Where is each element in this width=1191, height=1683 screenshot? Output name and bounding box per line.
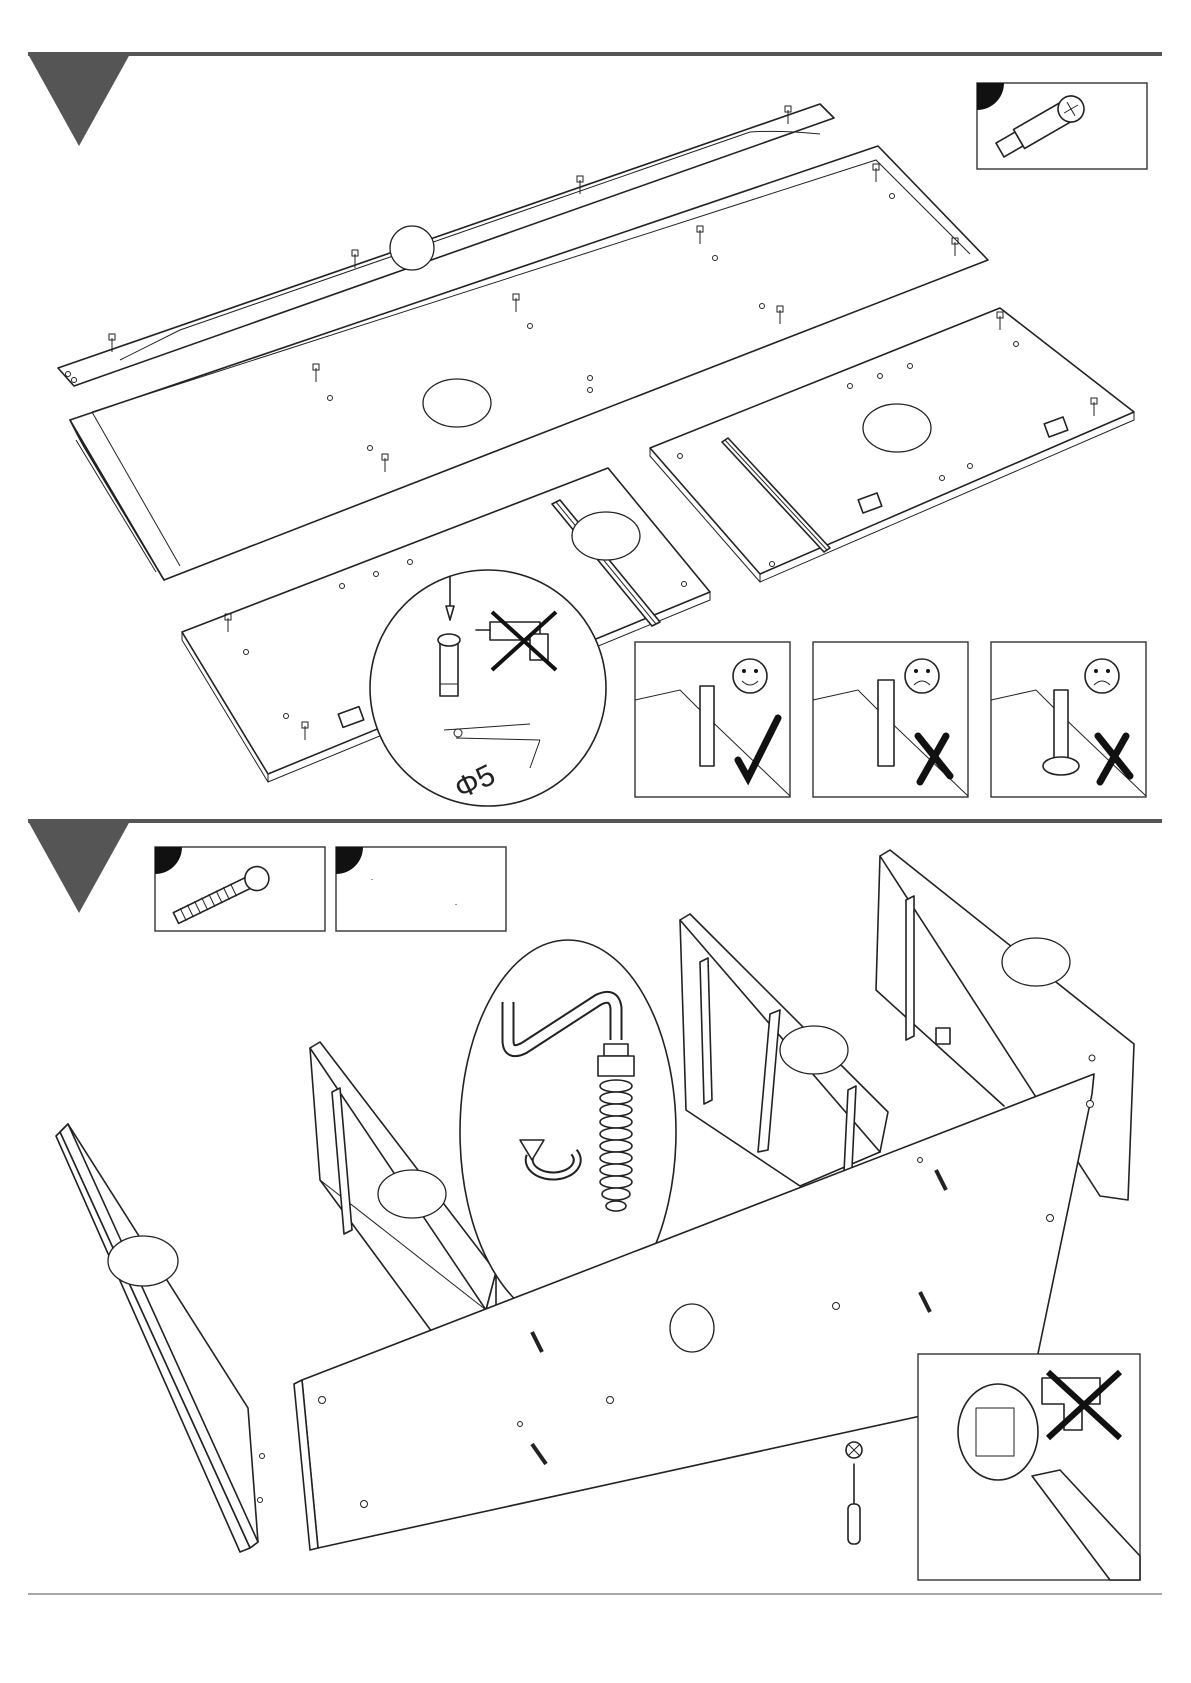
- step-1-marker: [28, 54, 130, 146]
- smile-icon: [733, 659, 767, 693]
- screwdriver-icon: [846, 1442, 862, 1544]
- drawer-runner: [758, 1010, 780, 1152]
- part-label-divider-1: [378, 1170, 446, 1218]
- drawer-runner: [906, 896, 914, 1040]
- frown-icon: [905, 659, 939, 693]
- part-label-left: [572, 512, 640, 560]
- part-label-front: [670, 1304, 714, 1352]
- part-box-hex-key: [336, 847, 506, 931]
- frown-icon: [1085, 659, 1119, 693]
- part-box-cam-dowel: [977, 83, 1147, 169]
- dowel-pin-icon: [438, 634, 460, 696]
- part-label-divider-2: [780, 1026, 848, 1074]
- drawer-runner: [332, 1088, 352, 1234]
- part-label-side-left: [108, 1236, 178, 1286]
- warning-box-no-drill: [918, 1354, 1140, 1580]
- detail-callout-dowel: Φ5: [370, 570, 606, 806]
- check-box-incorrect-2: [991, 642, 1146, 797]
- part-box-confirmat-screw: [155, 847, 325, 931]
- check-box-correct: [635, 642, 790, 797]
- step-2-marker: [28, 821, 130, 913]
- cam-lock-icon: [958, 1384, 1038, 1480]
- part-label-top: [423, 379, 491, 427]
- part-label-rail: [390, 226, 434, 270]
- divider-panel-2: [680, 914, 888, 1186]
- part-label-right: [863, 404, 931, 452]
- check-box-incorrect-1: [813, 642, 968, 797]
- drawer-runner: [700, 958, 712, 1104]
- hinge-plate-icon: [936, 1028, 950, 1044]
- side-panel-left: [56, 1124, 265, 1552]
- part-label-side-right: [1002, 938, 1070, 986]
